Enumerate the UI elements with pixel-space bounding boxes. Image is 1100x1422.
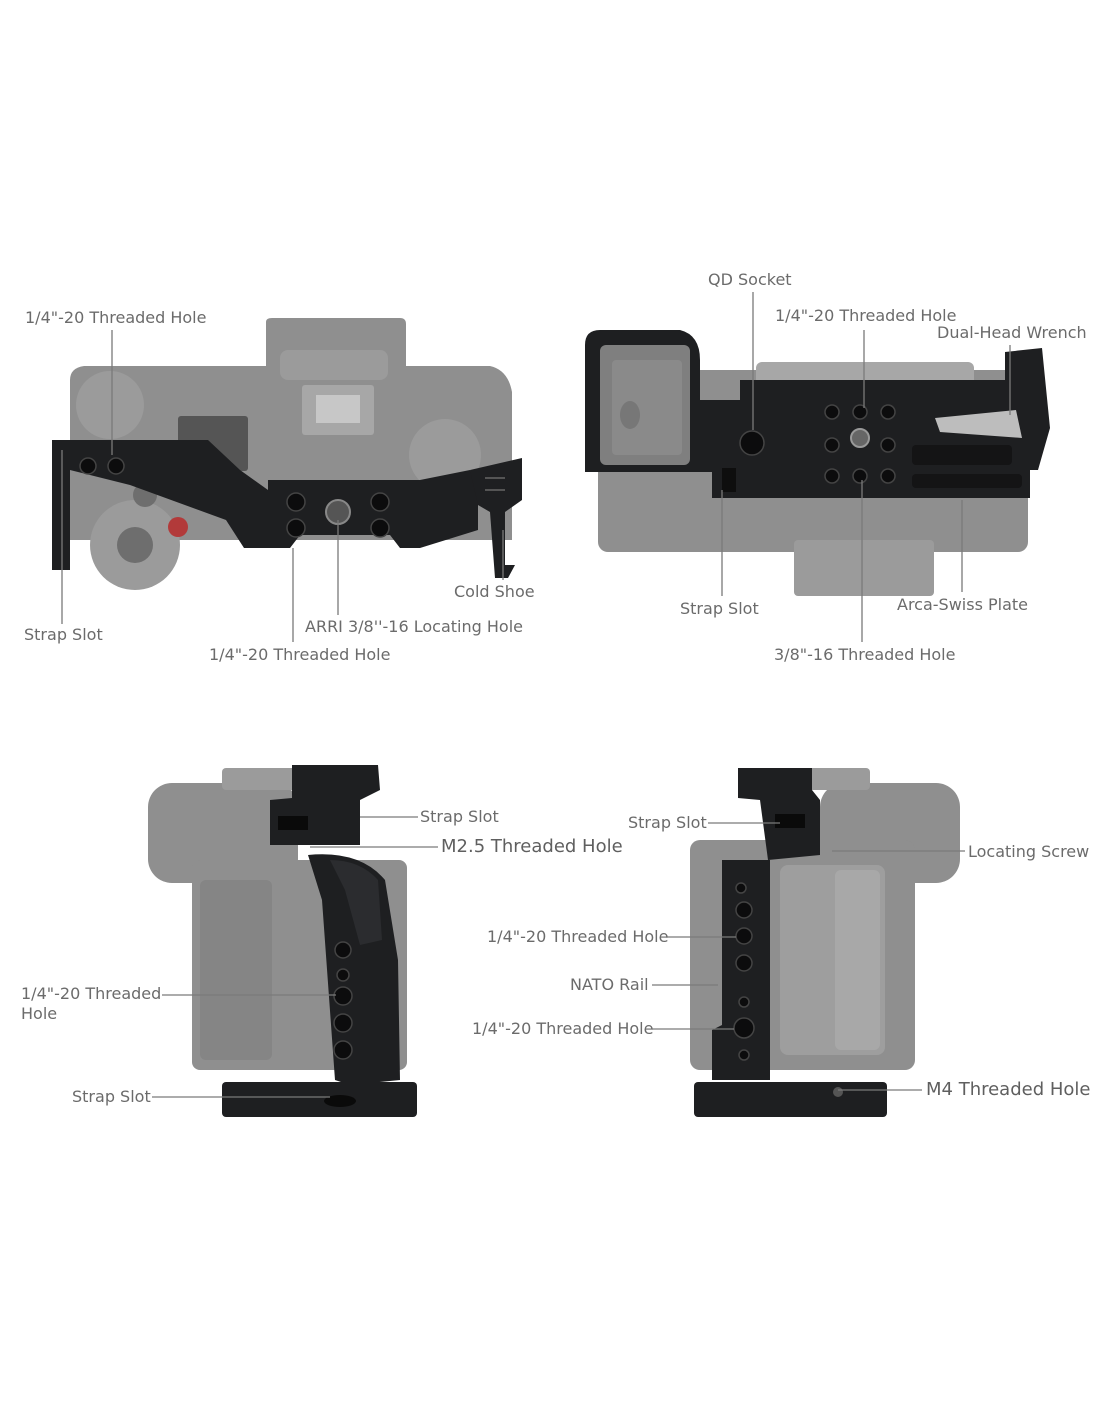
left-strap-slot-top-label: Strap Slot: [420, 807, 499, 826]
right-m4-threaded-hole-label: M4 Threaded Hole: [926, 1079, 1091, 1100]
top-cold-shoe-label: Cold Shoe: [454, 582, 535, 601]
top-threaded-hole-label: 1/4"-20 Threaded Hole: [25, 308, 207, 327]
right-side-view-illustration: [690, 768, 960, 1117]
left-threaded-hole-label: 1/4"-20 Threaded Hole: [21, 984, 162, 1023]
right-nato-rail-label: NATO Rail: [570, 975, 649, 994]
bottom-threaded-hole-38-label: 3/8"-16 Threaded Hole: [774, 645, 956, 664]
right-threaded-hole-top-label: 1/4"-20 Threaded Hole: [487, 927, 669, 946]
top-threaded-hole-bottom-label: 1/4"-20 Threaded Hole: [209, 645, 391, 664]
right-locating-screw-label: Locating Screw: [968, 842, 1090, 861]
bottom-dual-head-wrench-label: Dual-Head Wrench: [937, 323, 1087, 342]
bottom-arca-swiss-plate-label: Arca-Swiss Plate: [897, 595, 1029, 614]
right-threaded-hole-bottom-label: 1/4"-20 Threaded Hole: [472, 1019, 654, 1038]
top-strap-slot-label: Strap Slot: [24, 625, 103, 644]
bottom-qd-socket-label: QD Socket: [708, 270, 792, 289]
top-view-illustration: [52, 318, 522, 590]
leader-lines: [61, 292, 1011, 1098]
bottom-strap-slot-label: Strap Slot: [680, 599, 759, 618]
bottom-view-illustration: [585, 330, 1050, 596]
bottom-threaded-hole-label: 1/4"-20 Threaded Hole: [775, 306, 957, 325]
right-strap-slot-label: Strap Slot: [628, 813, 707, 832]
left-side-view-illustration: [148, 765, 417, 1117]
left-strap-slot-bottom-label: Strap Slot: [72, 1087, 151, 1106]
left-m25-threaded-hole-label: M2.5 Threaded Hole: [441, 836, 623, 857]
top-arri-hole-label: ARRI 3/8''-16 Locating Hole: [305, 617, 523, 636]
